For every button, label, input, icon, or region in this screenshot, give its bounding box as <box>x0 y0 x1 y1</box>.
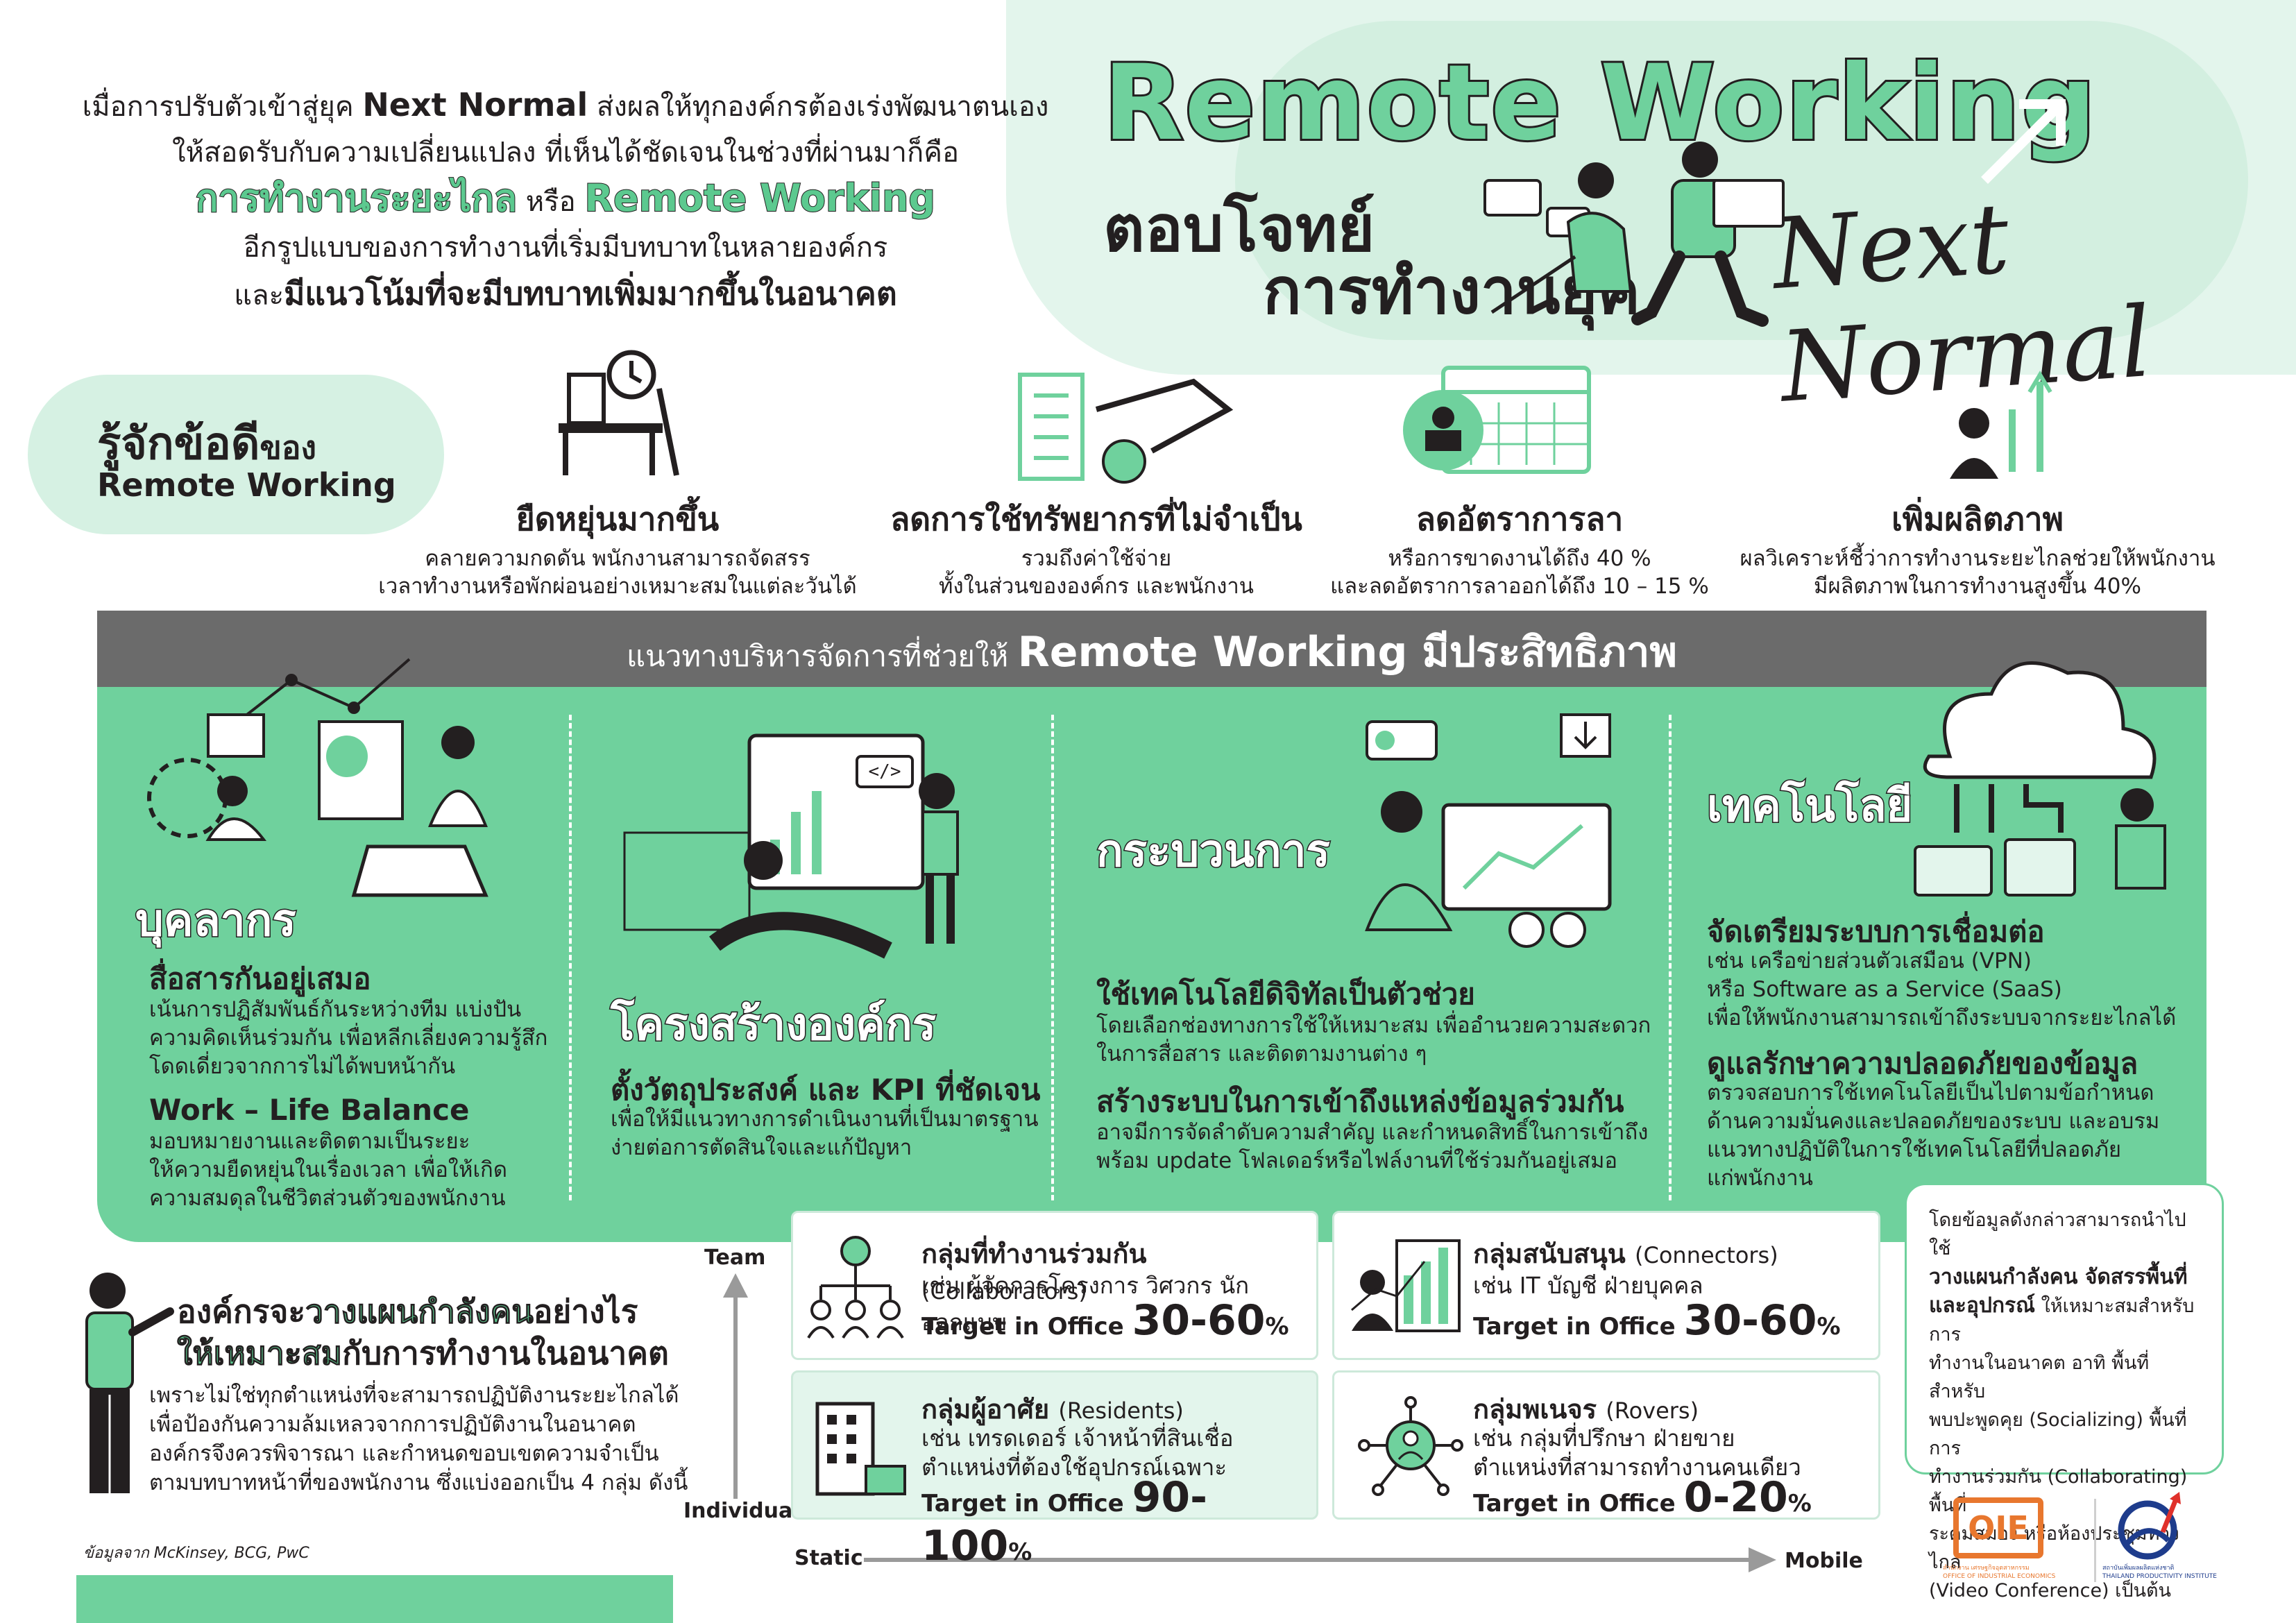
benefits-subheading: Remote Working <box>97 466 396 504</box>
network-person-icon <box>1358 1396 1463 1496</box>
axis-static-label: Static <box>794 1546 863 1570</box>
personnel-heading: บุคลากร <box>135 894 298 948</box>
personnel-team-illustration <box>147 658 488 897</box>
benefit-resource-saving: ลดการใช้ทรัพยากรที่ไม่จำเป็น รวมถึงค่าใช… <box>890 500 1302 599</box>
process-item1-title: ใช้เทคโนโลยีดิจิทัลเป็นตัวช่วย <box>1096 977 1475 1011</box>
matrix-axes <box>723 1273 1776 1572</box>
code-tag: </> <box>869 761 901 782</box>
logo-divider <box>2094 1499 2096 1582</box>
technology-item2-title: ดูแลรักษาความปลอดภัยของข้อมูล <box>1707 1046 2138 1080</box>
personnel-item1-desc: เน้นการปฏิสัมพันธ์กันระหว่างทีม แบ่งปันค… <box>149 997 548 1079</box>
office-building-icon <box>815 1402 906 1496</box>
building-coin-icon <box>1018 373 1234 484</box>
ftpi-logo-caption: สถาบันเพิ่มผลผลิตแห่งชาติTHAILAND PRODUC… <box>2102 1565 2217 1580</box>
footer-green-bar <box>76 1575 673 1623</box>
planning-paragraph: เพราะไม่ใช่ทุกตำแหน่งที่จะสามารถปฏิบัติง… <box>149 1383 688 1495</box>
structure-item1-title: ตั้งวัตถุประสงค์ และ KPI ที่ชัดเจน <box>611 1073 1041 1107</box>
personnel-item2-desc: มอบหมายงานและติดตามเป็นระยะให้ความยืดหยุ… <box>149 1129 507 1211</box>
group-card-collaborators: กลุ่มที่ทำงานร่วมกัน (Collaborators) เช่… <box>791 1211 1318 1360</box>
ftpi-logo <box>2118 1492 2181 1560</box>
process-heading: กระบวนการ <box>1096 825 1332 878</box>
group-card-residents: กลุ่มผู้อาศัย (Residents) เช่น เทรดเดอร์… <box>791 1370 1318 1570</box>
cloud-technology-illustration <box>1914 661 2166 897</box>
source-note: ข้อมูลจาก McKinsey, BCG, PwC <box>83 1545 309 1562</box>
up-arrow-decor <box>1981 99 2066 184</box>
axis-mobile-label: Mobile <box>1785 1549 1863 1573</box>
benefits-heading: รู้จักข้อดีของ <box>97 418 316 470</box>
column-divider <box>569 715 572 1200</box>
org-chart-icon <box>807 1236 904 1339</box>
group-card-rovers: กลุ่มพเนจร (Rovers) เช่น กลุ่มที่ปรึกษา … <box>1332 1370 1880 1522</box>
personnel-item1-title: สื่อสารกันอยู่เสมอ <box>149 962 371 996</box>
benefits-heading-background <box>28 375 444 534</box>
structure-heading: โครงสร้างองค์กร <box>609 999 937 1052</box>
desk-clock-icon <box>559 350 679 476</box>
management-title: แนวทางบริหารจัดการที่ช่วยให้ Remote Work… <box>626 628 1678 677</box>
presenter-illustration <box>85 1273 174 1493</box>
growth-chart-icon <box>1950 371 2052 479</box>
personnel-item2-title: Work – Life Balance <box>149 1093 470 1127</box>
technology-item1-title: จัดเตรียมระบบการเชื่อมต่อ <box>1707 915 2045 949</box>
management-panel <box>97 611 2206 1242</box>
remote-worker-illustration <box>1483 142 1785 327</box>
oie-logo: OIE <box>1953 1497 2043 1558</box>
subtitle-line1: ตอบโจทย์ <box>1103 192 1375 266</box>
technology-item2-desc: ตรวจสอบการใช้เทคโนโลยีเป็นไปตามข้อกำหนดด… <box>1707 1080 2160 1191</box>
planning-question: องค์กรจะวางแผนกำลังคนอย่างไร ให้เหมาะสมก… <box>176 1293 669 1373</box>
technology-item1-desc: เช่น เครือข่ายส่วนตัวเสมือน (VPN)หรือ So… <box>1707 949 2177 1030</box>
axis-individual-label: Individual <box>683 1499 800 1523</box>
intro-paragraph: เมื่อการปรับตัวเข้าสู่ยุค Next Normal ส่… <box>82 86 1049 312</box>
presentation-chart-icon <box>1351 1239 1461 1332</box>
main-title: Remote Working <box>1101 41 2098 166</box>
usage-note: โดยข้อมูลดังกล่าวสามารถนำไปใช้ วางแผนกำล… <box>1905 1183 2224 1601</box>
axis-team-label: Team <box>704 1246 766 1270</box>
process-item1-desc: โดยเลือกช่องทางการใช้ให้เหมาะสม เพื่ออำน… <box>1096 1013 1651 1067</box>
calendar-worker-icon <box>1403 366 1591 474</box>
structure-kpi-illustration: </> <box>623 733 959 959</box>
process-item2-desc: อาจมีการจัดลำดับความสำคัญ และกำหนดสิทธิ์… <box>1096 1120 1649 1173</box>
column-divider <box>1669 715 1672 1200</box>
benefit-productivity: เพิ่มผลิตภาพ ผลวิเคราะห์ชี้ว่าการทำงานระ… <box>1740 500 2216 599</box>
technology-heading: เทคโนโลยี <box>1706 780 1913 833</box>
group-card-connectors: กลุ่มสนับสนุน (Connectors) เช่น IT บัญชี… <box>1332 1211 1880 1360</box>
process-digital-illustration <box>1365 713 1612 948</box>
benefit-absence-reduction: ลดอัตราการลา หรือการขาดงานได้ถึง 40 % แล… <box>1330 500 1709 599</box>
column-divider <box>1051 715 1054 1200</box>
benefit-flexibility: ยืดหยุ่นมากขึ้น คลายความกดดัน พนักงานสาม… <box>378 500 857 599</box>
management-title-bar <box>97 611 2206 687</box>
structure-item1-desc: เพื่อให้มีแนวทางการดำเนินงานที่เป็นมาตรฐ… <box>611 1107 1039 1160</box>
process-item2-title: สร้างระบบในการเข้าถึงแหล่งข้อมูลร่วมกัน <box>1096 1085 1624 1119</box>
